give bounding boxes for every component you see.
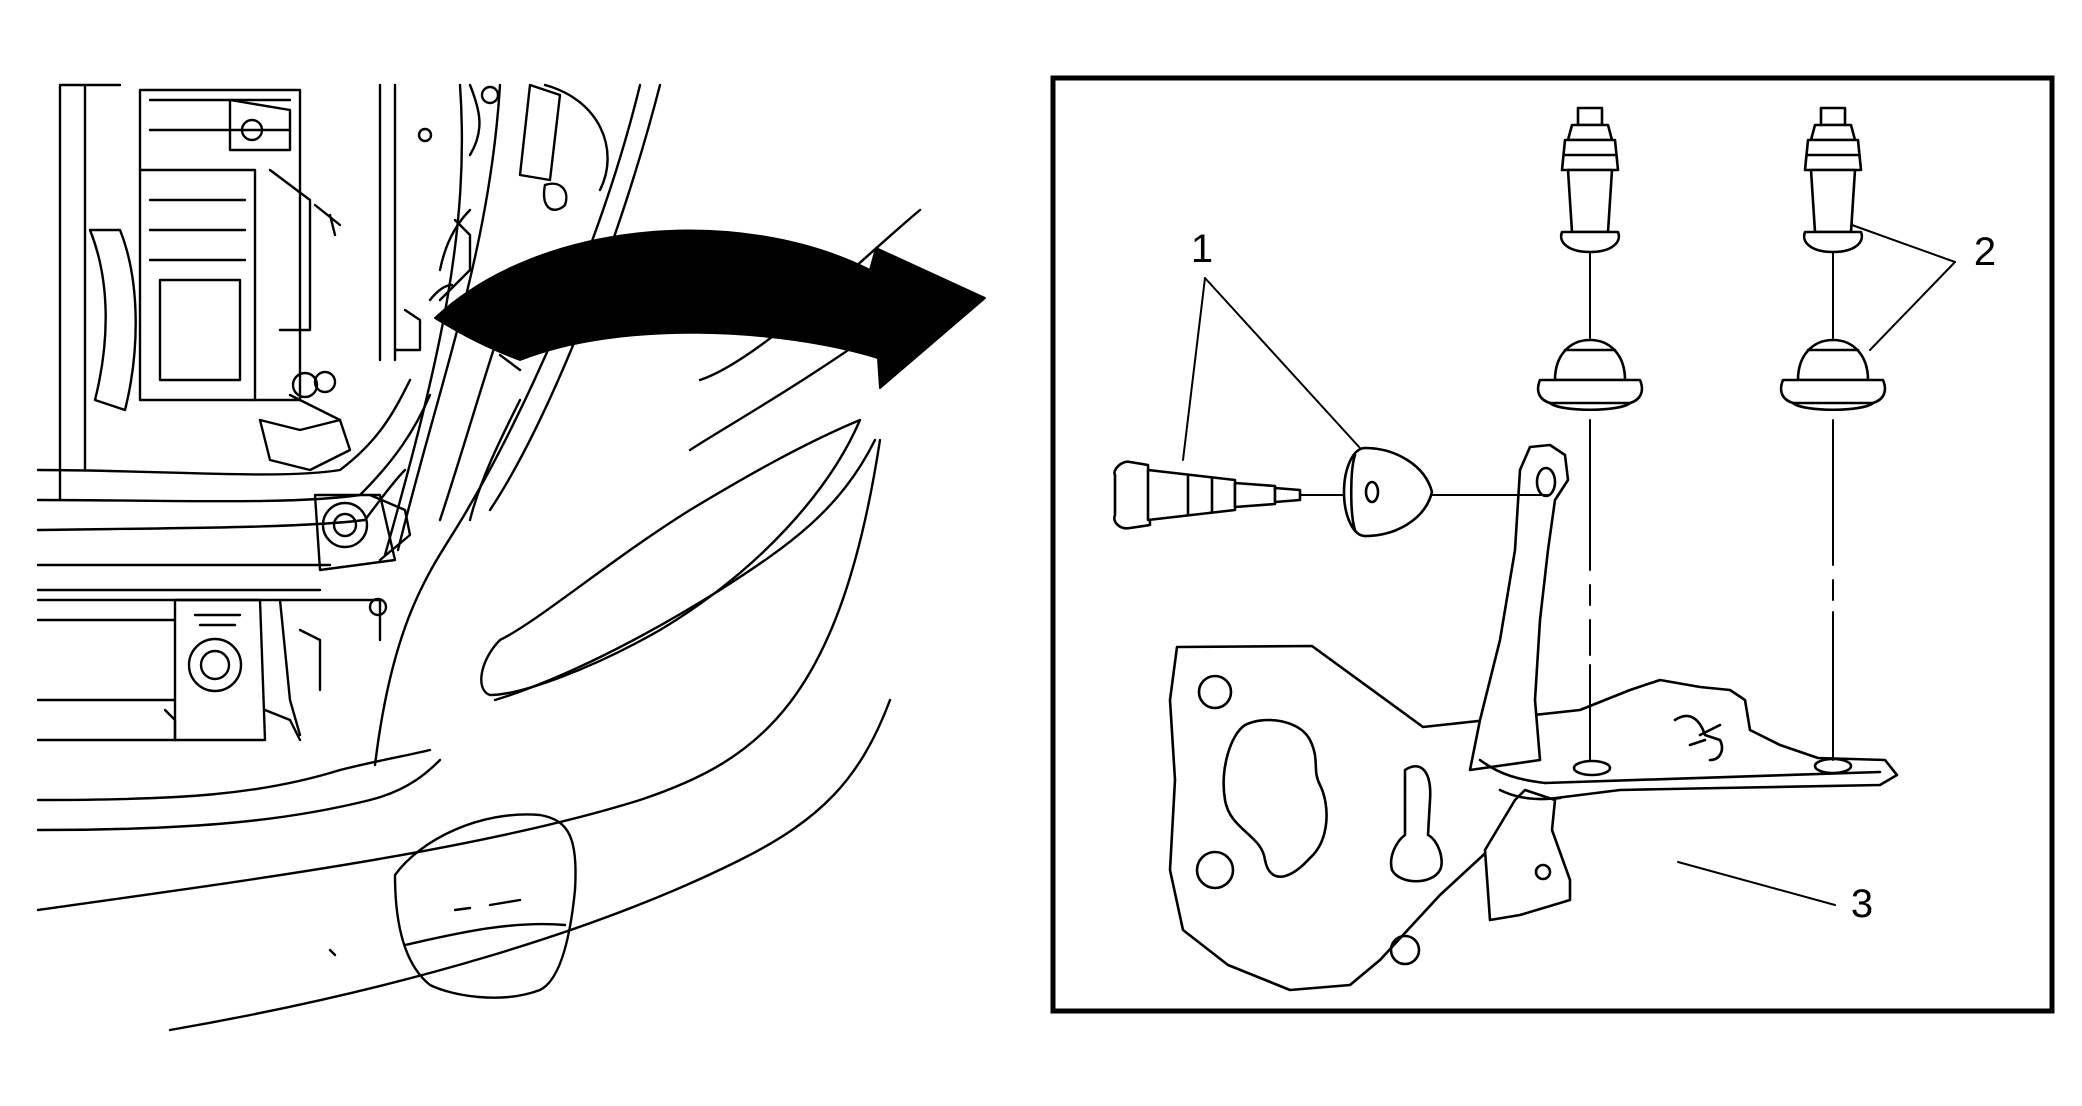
- grommet-right: [1779, 338, 1887, 412]
- fog-lamp-opening: [480, 418, 862, 697]
- grommet-horizontal: [1342, 446, 1434, 538]
- vehicle-front-corner-view: [36, 83, 922, 1032]
- curved-arrow: [434, 229, 986, 389]
- tow-hook-cover: [393, 813, 577, 999]
- callout-1: 1: [1191, 227, 1213, 271]
- callout-2: 2: [1974, 230, 1996, 274]
- push-pin-fastener-left: [1559, 106, 1621, 254]
- detail-inset: [1113, 106, 1956, 992]
- grommet-left: [1536, 338, 1644, 412]
- front-fascia: [36, 83, 922, 1032]
- mounting-bracket: [1168, 443, 1899, 992]
- push-pin-fastener-right: [1802, 106, 1864, 254]
- callout-3: 3: [1851, 882, 1873, 926]
- push-pin-fastener-horizontal: [1113, 460, 1302, 530]
- engine-bay-components: [58, 83, 609, 502]
- lower-module: [36, 597, 388, 742]
- leader-lines: [1182, 224, 1956, 906]
